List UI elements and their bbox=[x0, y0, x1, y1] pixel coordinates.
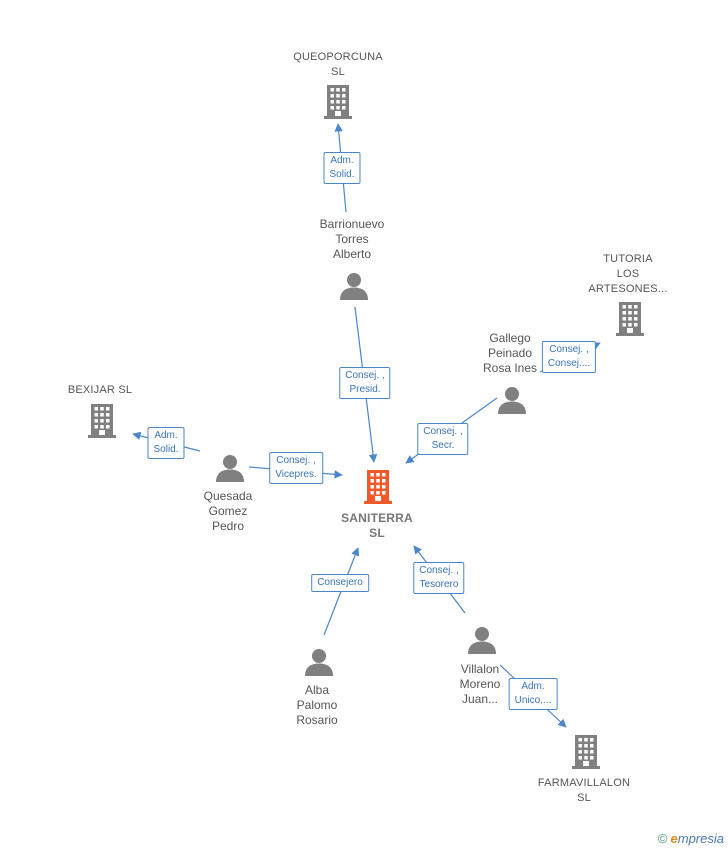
person-icon-villalon[interactable] bbox=[468, 627, 496, 654]
node-label-line: Barrionuevo bbox=[319, 217, 385, 231]
node-label-line: Palomo bbox=[296, 698, 338, 712]
node-label-line: Alba bbox=[304, 683, 330, 697]
node-label-line: Quesada bbox=[203, 489, 253, 503]
edge-label-line: Vicepres. bbox=[275, 469, 317, 480]
node-label-line: Gomez bbox=[208, 504, 248, 518]
node-label-farmavillalon[interactable]: FARMAVILLALON SL bbox=[538, 776, 630, 806]
watermark: ©empresia bbox=[658, 831, 724, 846]
person-icon-gallego[interactable] bbox=[498, 387, 526, 414]
edge-label-line: Adm. bbox=[154, 430, 178, 441]
node-label-line: Juan... bbox=[461, 692, 499, 706]
node-label-tutoria[interactable]: TUTORIA LOS ARTESONES... bbox=[588, 252, 667, 297]
node-label-line: SANITERRA bbox=[341, 511, 413, 525]
node-label-line: SL bbox=[577, 792, 591, 804]
edge-label-line: Unico,... bbox=[514, 695, 552, 706]
edge-label-line: Consej.... bbox=[547, 358, 591, 369]
node-label-line: QUEOPORCUNA bbox=[293, 51, 383, 63]
edge-label-line: Consej. , bbox=[345, 370, 385, 381]
node-label-line: Rosa Ines bbox=[482, 361, 538, 375]
edge-label-barrionuevo-saniterra[interactable]: Consej. , Presid. bbox=[339, 367, 391, 399]
node-label-line: Alberto bbox=[332, 247, 372, 261]
person-icon-alba[interactable] bbox=[305, 649, 333, 676]
node-label-line: FARMAVILLALON bbox=[537, 777, 631, 789]
copyright-icon: © bbox=[657, 831, 668, 846]
edge-label-line: Solid. bbox=[153, 444, 179, 455]
edge-label-line: Consej. , bbox=[423, 426, 463, 437]
node-label-line: LOS bbox=[616, 268, 640, 280]
node-label-bexijar[interactable]: BEXIJAR SL bbox=[68, 383, 132, 398]
node-label-line: BEXIJAR SL bbox=[67, 384, 133, 396]
edge-label-line: Tesorero bbox=[419, 579, 459, 590]
edge-label-line: Consejero bbox=[317, 577, 363, 588]
edge-lines bbox=[132, 123, 601, 728]
node-label-line: TUTORIA bbox=[603, 253, 653, 265]
person-icon-quesada[interactable] bbox=[216, 455, 244, 482]
node-label-line: Gallego bbox=[489, 331, 531, 345]
edge-label-line: Adm. bbox=[330, 155, 354, 166]
node-label-line: Moreno bbox=[459, 677, 501, 691]
node-label-line: SL bbox=[369, 526, 385, 540]
building-icon-farmavillalon[interactable] bbox=[572, 735, 600, 769]
node-label-line: Peinado bbox=[487, 346, 533, 360]
edge-label-line: Adm. bbox=[521, 681, 545, 692]
building-icon-tutoria[interactable] bbox=[616, 302, 644, 336]
edge-label-line: Consej. , bbox=[419, 565, 459, 576]
edge-label-gallego-saniterra[interactable]: Consej. , Secr. bbox=[417, 423, 469, 455]
edge-label-villalon-saniterra[interactable]: Consej. , Tesorero bbox=[413, 562, 465, 594]
edge-label-villalon-farmavillalon[interactable]: Adm. Unico,... bbox=[508, 678, 558, 710]
node-label-queoporcuna[interactable]: QUEOPORCUNA SL bbox=[293, 50, 383, 80]
edge-label-line: Consej. , bbox=[549, 344, 589, 355]
edge-label-barrionuevo-queoporcuna[interactable]: Adm. Solid. bbox=[323, 152, 361, 184]
building-icon-bexijar[interactable] bbox=[88, 404, 116, 438]
person-icon-barrionuevo[interactable] bbox=[340, 273, 368, 300]
brand-name: mpresia bbox=[677, 831, 724, 846]
node-label-line: Rosario bbox=[296, 713, 338, 727]
node-label-line: ARTESONES... bbox=[588, 283, 668, 295]
edge-label-alba-saniterra[interactable]: Consejero bbox=[311, 574, 369, 592]
node-label-line: Pedro bbox=[211, 519, 245, 533]
edge-label-line: Secr. bbox=[431, 440, 455, 451]
edge-label-gallego-tutoria[interactable]: Consej. , Consej.... bbox=[541, 341, 597, 373]
edge-label-line: Solid. bbox=[329, 169, 355, 180]
edge-label-quesada-bexijar[interactable]: Adm. Solid. bbox=[147, 427, 185, 459]
node-label-line: Villalon bbox=[460, 662, 500, 676]
building-icon-queoporcuna[interactable] bbox=[324, 85, 352, 119]
building-icon-saniterra[interactable] bbox=[364, 470, 392, 504]
edge-label-line: Consej. , bbox=[276, 455, 316, 466]
node-label-line: Torres bbox=[335, 232, 369, 246]
brand-initial: e bbox=[670, 831, 678, 846]
edge-label-line: Presid. bbox=[349, 384, 381, 395]
node-label-line: SL bbox=[331, 66, 345, 78]
edge-label-quesada-saniterra[interactable]: Consej. , Vicepres. bbox=[269, 452, 323, 484]
